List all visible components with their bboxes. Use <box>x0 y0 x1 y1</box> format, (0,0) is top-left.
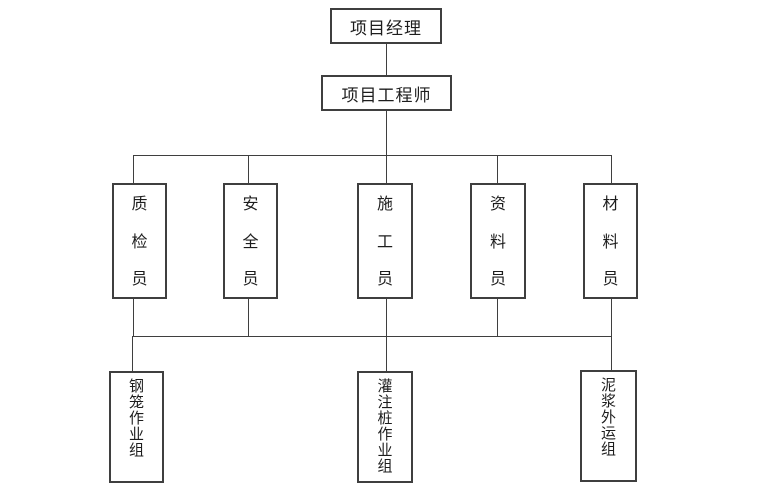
drop-safety-officer <box>248 155 249 183</box>
bus-team-row <box>132 336 612 337</box>
drop-steel-cage-team <box>132 336 133 371</box>
node-project-manager: 项目经理 <box>330 8 442 44</box>
drop-pile-casting-team <box>386 336 387 371</box>
stub-data-clerk <box>497 299 498 336</box>
node-construction-worker: 施工员 <box>357 183 413 299</box>
drop-quality-inspector <box>133 155 134 183</box>
drop-material-clerk <box>611 155 612 183</box>
node-steel-cage-team: 钢笼作业组 <box>109 371 164 483</box>
node-quality-inspector: 质检员 <box>112 183 167 299</box>
node-data-clerk: 资料员 <box>470 183 526 299</box>
connector-engineer-bus <box>386 111 387 155</box>
node-project-engineer: 项目工程师 <box>321 75 452 111</box>
drop-data-clerk <box>497 155 498 183</box>
connector-manager-engineer <box>386 44 387 75</box>
bus-staff-row <box>133 155 612 156</box>
drop-construction-worker <box>386 155 387 183</box>
stub-material-clerk <box>611 299 612 336</box>
stub-safety-officer <box>248 299 249 336</box>
stub-construction-worker <box>386 299 387 336</box>
stub-quality-inspector <box>133 299 134 336</box>
node-material-clerk: 材料员 <box>583 183 638 299</box>
node-mud-hauling-team: 泥浆外运组 <box>580 370 637 482</box>
node-pile-casting-team: 灌注桩作业组 <box>357 371 413 483</box>
node-safety-officer: 安全员 <box>223 183 278 299</box>
drop-mud-hauling-team <box>611 336 612 370</box>
